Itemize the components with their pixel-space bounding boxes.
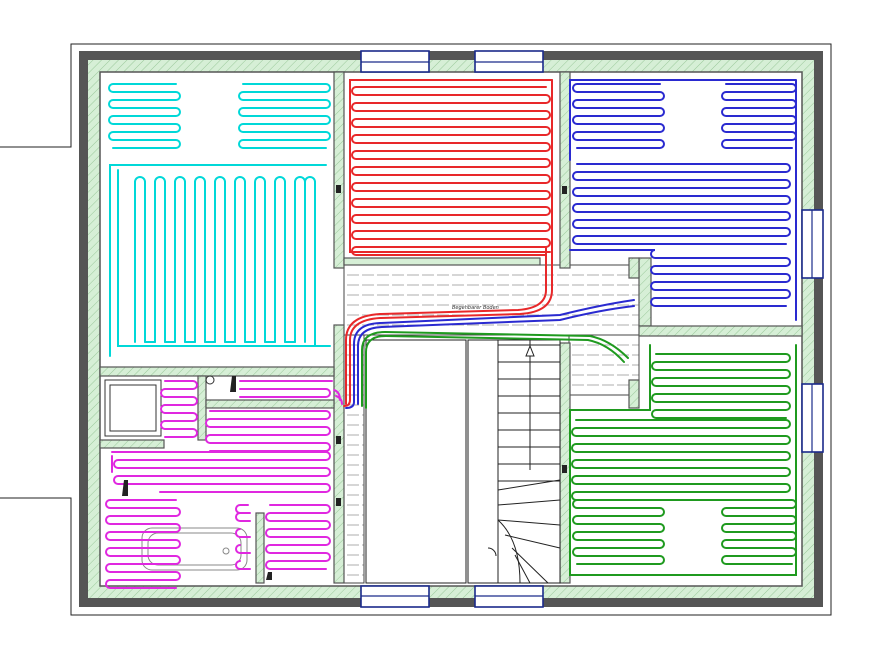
heating-circuit-bathroom bbox=[105, 380, 343, 589]
site-lines bbox=[0, 43, 832, 616]
heating-circuit-north bbox=[343, 79, 553, 407]
heating-circuit-south-east bbox=[361, 330, 797, 576]
interior-walls bbox=[99, 71, 803, 584]
door-marks bbox=[122, 185, 567, 580]
staircase bbox=[365, 339, 561, 584]
hall-label: Begehbarer Boden bbox=[452, 305, 499, 311]
heating-circuit-north-east bbox=[345, 79, 797, 409]
heating-circuit-north-west bbox=[108, 83, 331, 357]
windows bbox=[360, 50, 824, 608]
